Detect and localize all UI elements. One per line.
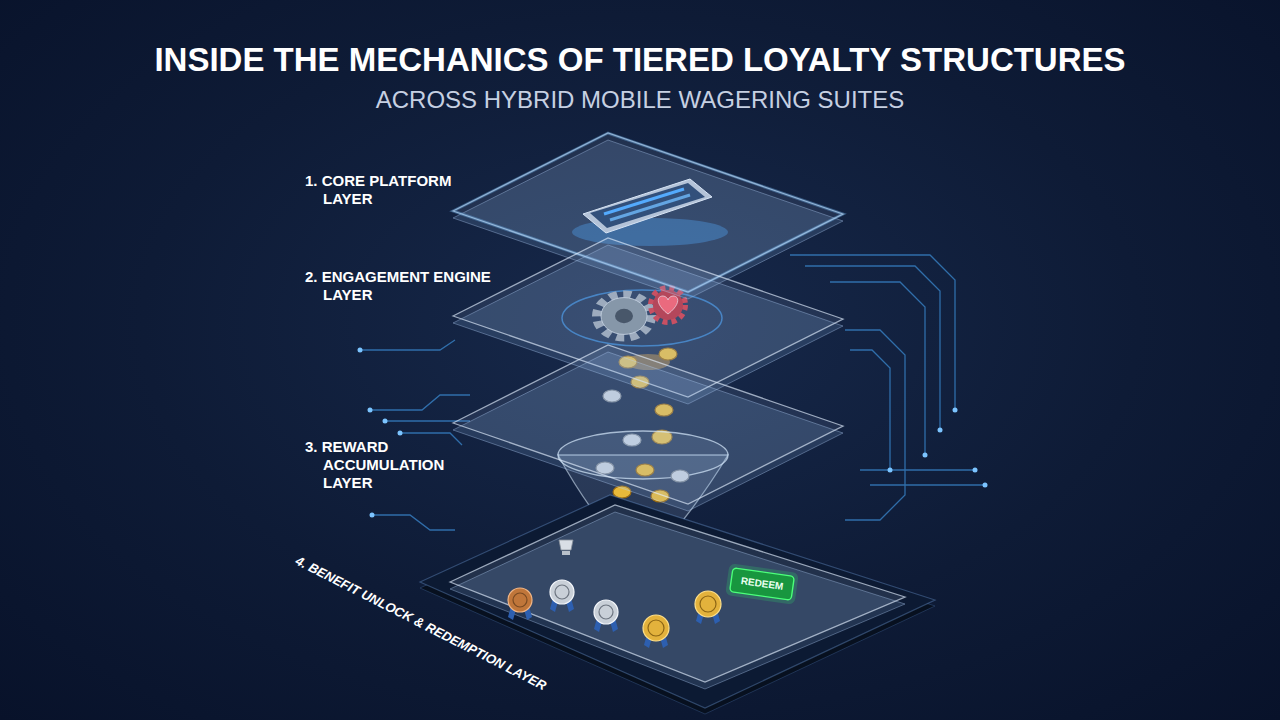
circuit-line: [370, 395, 470, 410]
medal-ribbon: [609, 618, 618, 632]
medal-bronze: [508, 588, 532, 620]
plate-shape: [290, 335, 853, 520]
circuit-dot: [953, 408, 958, 413]
trophy-cup: [559, 540, 573, 550]
medal-disc: [550, 580, 574, 604]
diagram-subtitle: ACROSS HYBRID MOBILE WAGERING SUITES: [0, 86, 1280, 114]
medal-ribbon: [523, 606, 532, 620]
circuit-line: [870, 484, 985, 485]
circuit-dot: [888, 468, 893, 473]
button-glow: [725, 563, 799, 604]
medal-inner: [648, 620, 664, 636]
diagram-title: INSIDE THE MECHANICS OF TIERED LOYALTY S…: [0, 40, 1280, 80]
circuit-line: [805, 266, 940, 430]
circuit-line: [860, 469, 975, 470]
trophy-base: [562, 551, 570, 555]
redeem-button: [725, 563, 799, 604]
medal-ribbon: [594, 618, 603, 632]
medal-ribbon: [565, 598, 574, 612]
circuit-dot: [398, 431, 403, 436]
medal-inner: [555, 585, 569, 599]
medal-disc: [508, 588, 532, 612]
medal-ribbon: [659, 634, 668, 648]
plate-face: [453, 345, 843, 504]
circuit-dot: [983, 483, 988, 488]
medal-inner: [700, 596, 716, 612]
button-body: [730, 568, 795, 600]
circuit-dot: [973, 468, 978, 473]
layer-label: 2. ENGAGEMENT ENGINE LAYER: [305, 268, 510, 304]
medal-silver: [594, 600, 618, 632]
circuit-line: [400, 433, 462, 445]
medal-inner: [513, 593, 527, 607]
medal-disc: [594, 600, 618, 624]
circuit-line: [830, 282, 925, 455]
layer-label: 1. CORE PLATFORM LAYER: [305, 172, 475, 208]
circuit-dot: [368, 408, 373, 413]
medal-ribbon: [711, 610, 720, 624]
circuit-dot: [383, 419, 388, 424]
circuit-line: [850, 350, 890, 470]
medal-ribbon: [644, 634, 653, 648]
circuit-dot: [358, 348, 363, 353]
medal-silver: [550, 580, 574, 612]
circuit-dot: [923, 453, 928, 458]
medal-inner: [599, 605, 613, 619]
layer-label: 3. REWARD ACCUMULATION LAYER: [305, 438, 443, 492]
circuit-line: [845, 330, 905, 520]
layer-plate: 3. REWARD ACCUMULATION LAYER: [290, 335, 853, 520]
medal-ribbon: [550, 598, 559, 612]
circuit-line: [372, 515, 455, 530]
medal-disc: [695, 591, 721, 617]
medal-ribbon: [508, 606, 517, 620]
medal-gold: [643, 615, 669, 648]
circuit-dot: [370, 513, 375, 518]
medal-gold: [695, 591, 721, 624]
circuit-line: [360, 340, 455, 350]
medal-disc: [643, 615, 669, 641]
trophy-icon: [559, 540, 573, 555]
plate-frame: [420, 495, 935, 708]
plate-face: [450, 505, 905, 682]
layer-plate: 4. BENEFIT UNLOCK & REDEMPTION LAYER: [290, 485, 945, 720]
medal-ribbon: [696, 610, 705, 624]
circuit-dot: [938, 428, 943, 433]
